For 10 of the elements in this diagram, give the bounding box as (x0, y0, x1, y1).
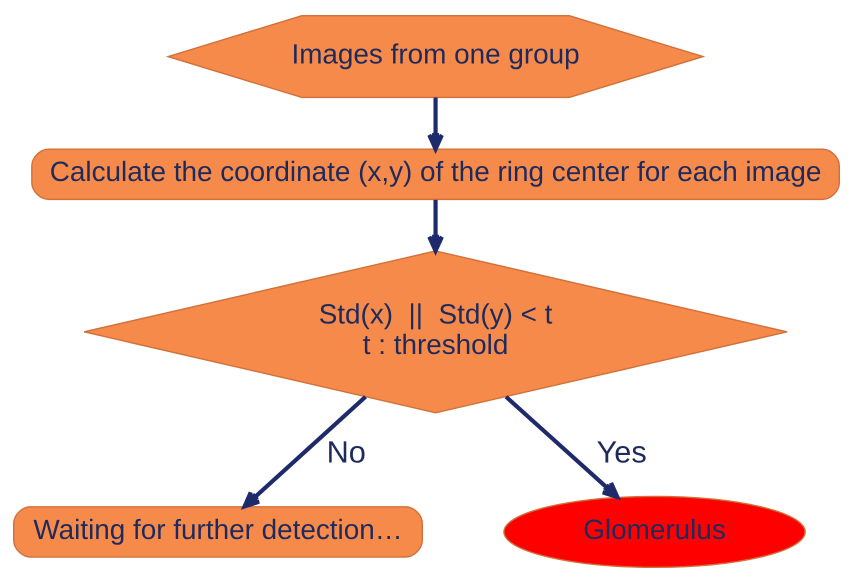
edge-label: No (326, 434, 366, 470)
arrow (242, 395, 367, 509)
node-box: Waiting for further detection… (13, 506, 424, 558)
edge-label: Yes (596, 434, 647, 470)
arrow (427, 200, 444, 253)
node-ellipse: Glomerulus (503, 496, 806, 568)
arrow (427, 98, 444, 152)
node-box: Calculate the coordinate (x,y) of the ring center for each image (31, 148, 840, 200)
arrow (504, 395, 620, 500)
node-diamond: Std(x) || Std(y) < t t : threshold (83, 250, 788, 414)
